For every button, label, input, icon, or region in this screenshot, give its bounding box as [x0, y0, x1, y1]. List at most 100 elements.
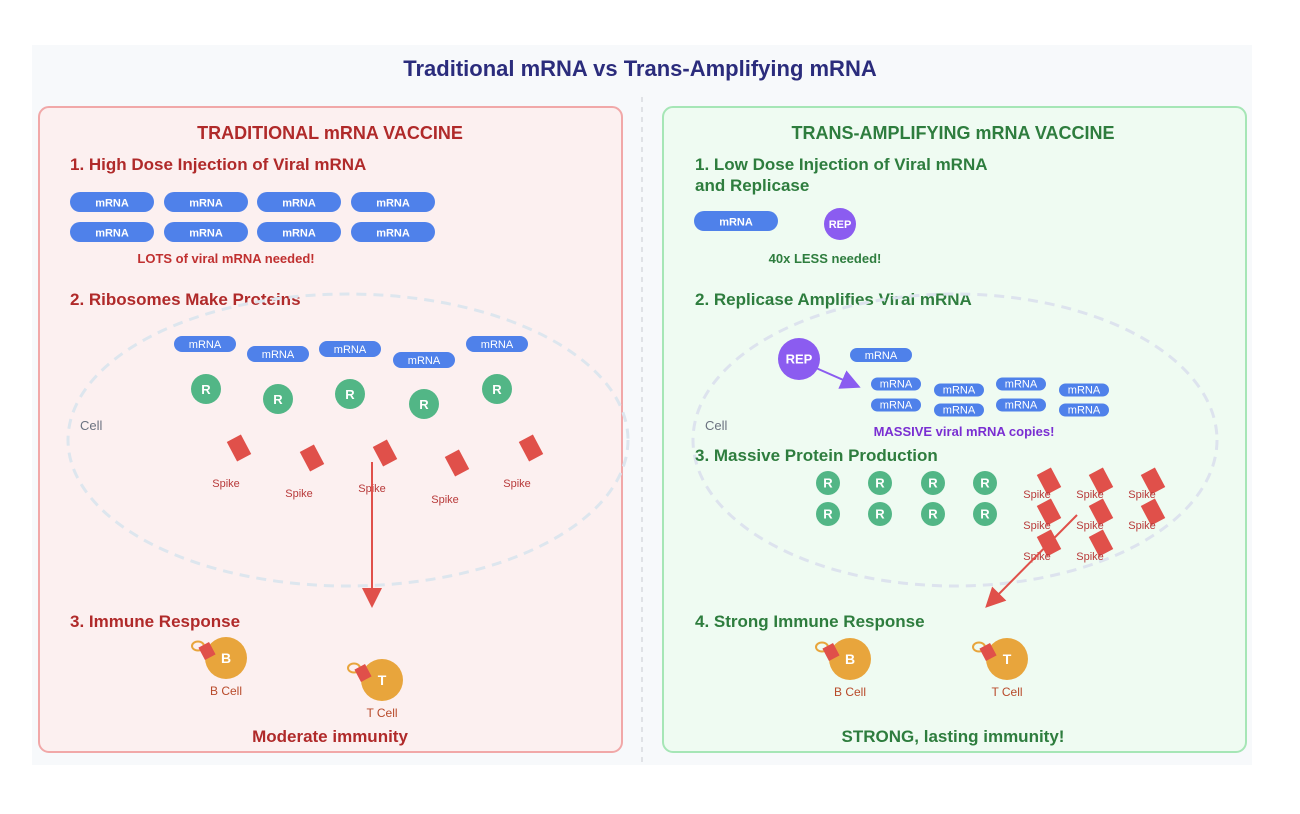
mrna-strand: mRNA	[871, 377, 921, 391]
b-cell-letter: B	[221, 650, 231, 666]
amplify-arrow	[815, 367, 861, 389]
mrna-pill	[247, 346, 309, 362]
ribosome: R	[816, 502, 840, 526]
ribosome-circle	[191, 374, 221, 404]
t-cell-letter: T	[378, 672, 387, 688]
ribosome-circle	[921, 471, 945, 495]
mrna-pill	[694, 211, 778, 231]
mrna-label: mRNA	[376, 197, 410, 209]
ribosome: R	[409, 389, 439, 419]
right-outcome: STRONG, lasting immunity!	[842, 727, 1065, 746]
spike-label: Spike	[1023, 520, 1051, 532]
ribosome: R	[868, 502, 892, 526]
mrna-strand: mRNA	[70, 192, 154, 212]
left-step1: 1. High Dose Injection of Viral mRNA	[70, 155, 366, 174]
spike-label: Spike	[503, 478, 531, 490]
mrna-label: mRNA	[282, 227, 316, 239]
mrna-strand: mRNA	[164, 192, 248, 212]
mrna-pill	[934, 383, 984, 397]
trans-heading: TRANS-AMPLIFYING mRNA VACCINE	[792, 123, 1115, 143]
mrna-label: mRNA	[481, 339, 514, 351]
bound-spike-icon	[198, 642, 216, 660]
ribosome-circle	[816, 502, 840, 526]
ribosome-label: R	[980, 475, 990, 490]
mrna-pill	[319, 341, 381, 357]
ribosome: R	[263, 384, 293, 414]
mrna-strand: mRNA	[1059, 383, 1109, 397]
replicase: REP	[824, 208, 856, 240]
b-cell-circle	[205, 637, 247, 679]
ribosome: R	[921, 502, 945, 526]
spike-label: Spike	[212, 478, 240, 490]
mrna-pill	[466, 336, 528, 352]
mrna-pill	[174, 336, 236, 352]
mrna-pill	[351, 192, 435, 212]
mrna-label: mRNA	[334, 344, 367, 356]
mrna-label: mRNA	[719, 216, 753, 228]
t-cell-label: T Cell	[991, 685, 1022, 699]
mrna-label: mRNA	[262, 349, 295, 361]
spike-protein-icon	[1088, 498, 1114, 526]
mrna-pill	[996, 377, 1046, 391]
spike-label: Spike	[1128, 489, 1156, 501]
spike-protein-icon	[226, 434, 252, 462]
mrna-label: mRNA	[408, 355, 441, 367]
mrna-pill	[1059, 403, 1109, 417]
spike-label: Spike	[1023, 551, 1051, 563]
mrna-strand: mRNA	[351, 192, 435, 212]
cell-label: Cell	[705, 418, 728, 433]
b-cell-circle	[829, 638, 871, 680]
mrna-pill	[70, 222, 154, 242]
mrna-label: mRNA	[95, 227, 129, 239]
left-outcome: Moderate immunity	[252, 727, 408, 746]
ribosome-label: R	[201, 382, 211, 397]
mrna-strand: mRNA	[934, 383, 984, 397]
mrna-strand: mRNA	[1059, 403, 1109, 417]
t-cell-circle	[986, 638, 1028, 680]
mrna-label: mRNA	[282, 197, 316, 209]
traditional-heading: TRADITIONAL mRNA VACCINE	[197, 123, 463, 143]
mrna-label: mRNA	[1068, 405, 1101, 417]
mrna-label: mRNA	[376, 227, 410, 239]
mrna-pill	[393, 352, 455, 368]
ribosome-circle	[868, 502, 892, 526]
mrna-label: mRNA	[943, 385, 976, 397]
mrna-label: mRNA	[865, 350, 898, 362]
spike-label: Spike	[285, 488, 313, 500]
ribosome: R	[973, 502, 997, 526]
left-step1-note: LOTS of viral mRNA needed!	[137, 251, 314, 266]
b-cell-label: B Cell	[834, 685, 866, 699]
ribosome-circle	[973, 502, 997, 526]
ribosome-label: R	[273, 392, 283, 407]
mrna-strand: mRNA	[70, 222, 154, 242]
mrna-strand: mRNA	[393, 352, 455, 368]
b-cell-label: B Cell	[210, 684, 242, 698]
bound-spike-icon	[822, 643, 840, 661]
right-step1-line1: 1. Low Dose Injection of Viral mRNA	[695, 155, 988, 174]
ribosome-label: R	[823, 506, 833, 521]
bound-spike-icon	[354, 664, 372, 682]
diagram-title: Traditional mRNA vs Trans-Amplifying mRN…	[403, 56, 877, 81]
replicase-label: REP	[786, 352, 813, 367]
ribosome: R	[482, 374, 512, 404]
spike-protein-icon	[1036, 467, 1062, 495]
mrna-pill	[850, 348, 912, 362]
t-cell-letter: T	[1003, 651, 1012, 667]
cell-outline	[66, 292, 630, 588]
spike-label: Spike	[1076, 520, 1104, 532]
t-cell: TT Cell	[347, 659, 403, 720]
ribosome-circle	[335, 379, 365, 409]
mrna-strand: mRNA	[257, 222, 341, 242]
ribosome-label: R	[875, 506, 885, 521]
mrna-label: mRNA	[95, 197, 129, 209]
right-step3: 3. Massive Protein Production	[695, 446, 938, 465]
ribosome: R	[191, 374, 221, 404]
traditional-box	[38, 106, 623, 753]
spike-label: Spike	[1076, 551, 1104, 563]
mrna-label: mRNA	[943, 405, 976, 417]
trans-amplifying-box	[662, 106, 1247, 753]
replicase: REP	[778, 338, 820, 380]
spike-protein-icon	[1140, 498, 1166, 526]
ribosome: R	[868, 471, 892, 495]
